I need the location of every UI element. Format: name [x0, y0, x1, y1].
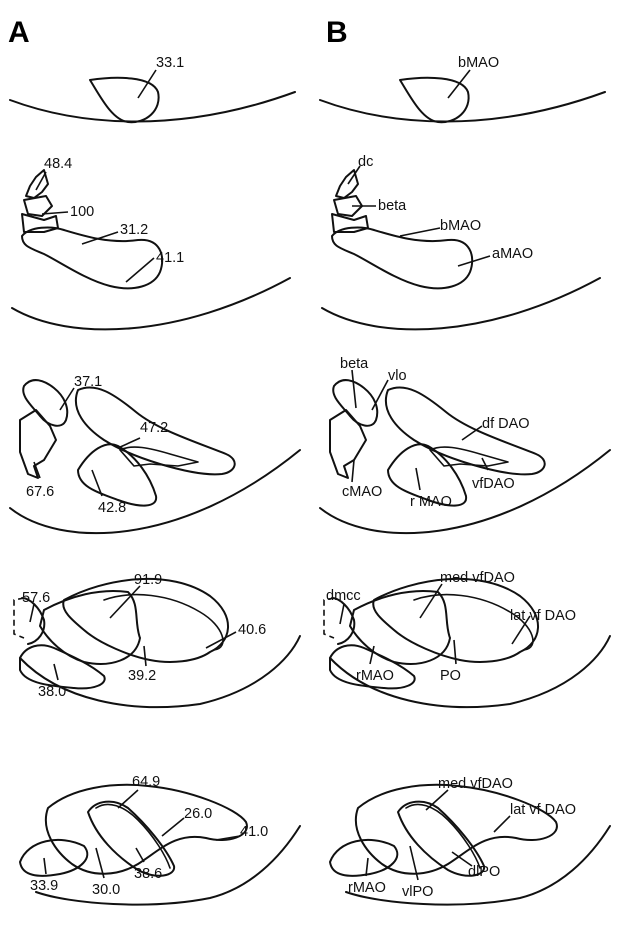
value-label: 47.2: [140, 420, 168, 436]
leader: [340, 604, 344, 624]
value-label: 91.9: [134, 572, 162, 588]
value-label: 33.1: [156, 55, 184, 71]
leader: [30, 604, 34, 622]
value-label: 57.6: [22, 590, 50, 606]
structure-label: lat vf DAO: [510, 608, 576, 624]
leader: [448, 70, 470, 98]
structure-label: PO: [440, 668, 461, 684]
section-1-outline-b: [320, 78, 605, 122]
value-label: 38.6: [134, 866, 162, 882]
leader: [136, 848, 144, 862]
leader: [352, 370, 356, 408]
structure-label: df DAO: [482, 416, 530, 432]
leader: [420, 584, 442, 618]
leader: [494, 816, 510, 832]
structure-label: beta: [378, 198, 407, 214]
leader: [400, 228, 440, 236]
leader: [366, 858, 368, 876]
value-label: 31.2: [120, 222, 148, 238]
structure-label: lat vf DAO: [510, 802, 576, 818]
leader: [416, 468, 420, 490]
structure-label: rMAO: [348, 880, 386, 896]
leader: [54, 664, 58, 680]
value-label: 41.1: [156, 250, 184, 266]
section-3-outline-a: [10, 380, 300, 533]
structure-label: rMAO: [356, 668, 394, 684]
structure-label: aMAO: [492, 246, 533, 262]
structure-label: med vfDAO: [440, 570, 515, 586]
leader: [82, 232, 118, 244]
value-label: 64.9: [132, 774, 160, 790]
value-label: 33.9: [30, 878, 58, 894]
structure-label: cMAO: [342, 484, 382, 500]
leader: [410, 846, 418, 880]
value-label: 38.0: [38, 684, 66, 700]
leader: [138, 70, 156, 98]
value-label: 67.6: [26, 484, 54, 500]
leader: [454, 640, 456, 664]
structure-label: dmcc: [326, 588, 361, 604]
structure-label: vlo: [388, 368, 407, 384]
value-label: 39.2: [128, 668, 156, 684]
section-2-outline-a: [12, 170, 290, 329]
structure-label: r MAO: [410, 494, 452, 510]
section-1-outline-a: [10, 78, 295, 122]
value-label: 42.8: [98, 500, 126, 516]
leader: [144, 646, 146, 666]
structure-label: vfDAO: [472, 476, 515, 492]
leader: [126, 258, 154, 282]
value-label: 26.0: [184, 806, 212, 822]
value-label: 41.0: [240, 824, 268, 840]
value-label: 40.6: [238, 622, 266, 638]
leader: [44, 858, 46, 874]
leader: [458, 256, 490, 266]
structure-label: dc: [358, 154, 373, 170]
structure-label: beta: [340, 356, 369, 372]
section-4-outline-b: [324, 579, 610, 707]
leader: [162, 818, 184, 836]
section-5-outline-a: [20, 785, 300, 905]
structure-label: med vfDAO: [438, 776, 513, 792]
value-label: 48.4: [44, 156, 72, 172]
panel-label-a: A: [8, 16, 30, 49]
structure-label: bMAO: [440, 218, 481, 234]
leader: [118, 790, 138, 808]
structure-label: dlPO: [468, 864, 500, 880]
leader: [352, 460, 354, 482]
panel-label-b: B: [326, 16, 348, 49]
structure-label: bMAO: [458, 55, 499, 71]
value-label: 30.0: [92, 882, 120, 898]
value-label: 37.1: [74, 374, 102, 390]
section-2-outline-b: [322, 170, 600, 329]
section-3-outline-b: [320, 380, 610, 533]
structure-label: vlPO: [402, 884, 433, 900]
value-label: 100: [70, 204, 94, 220]
